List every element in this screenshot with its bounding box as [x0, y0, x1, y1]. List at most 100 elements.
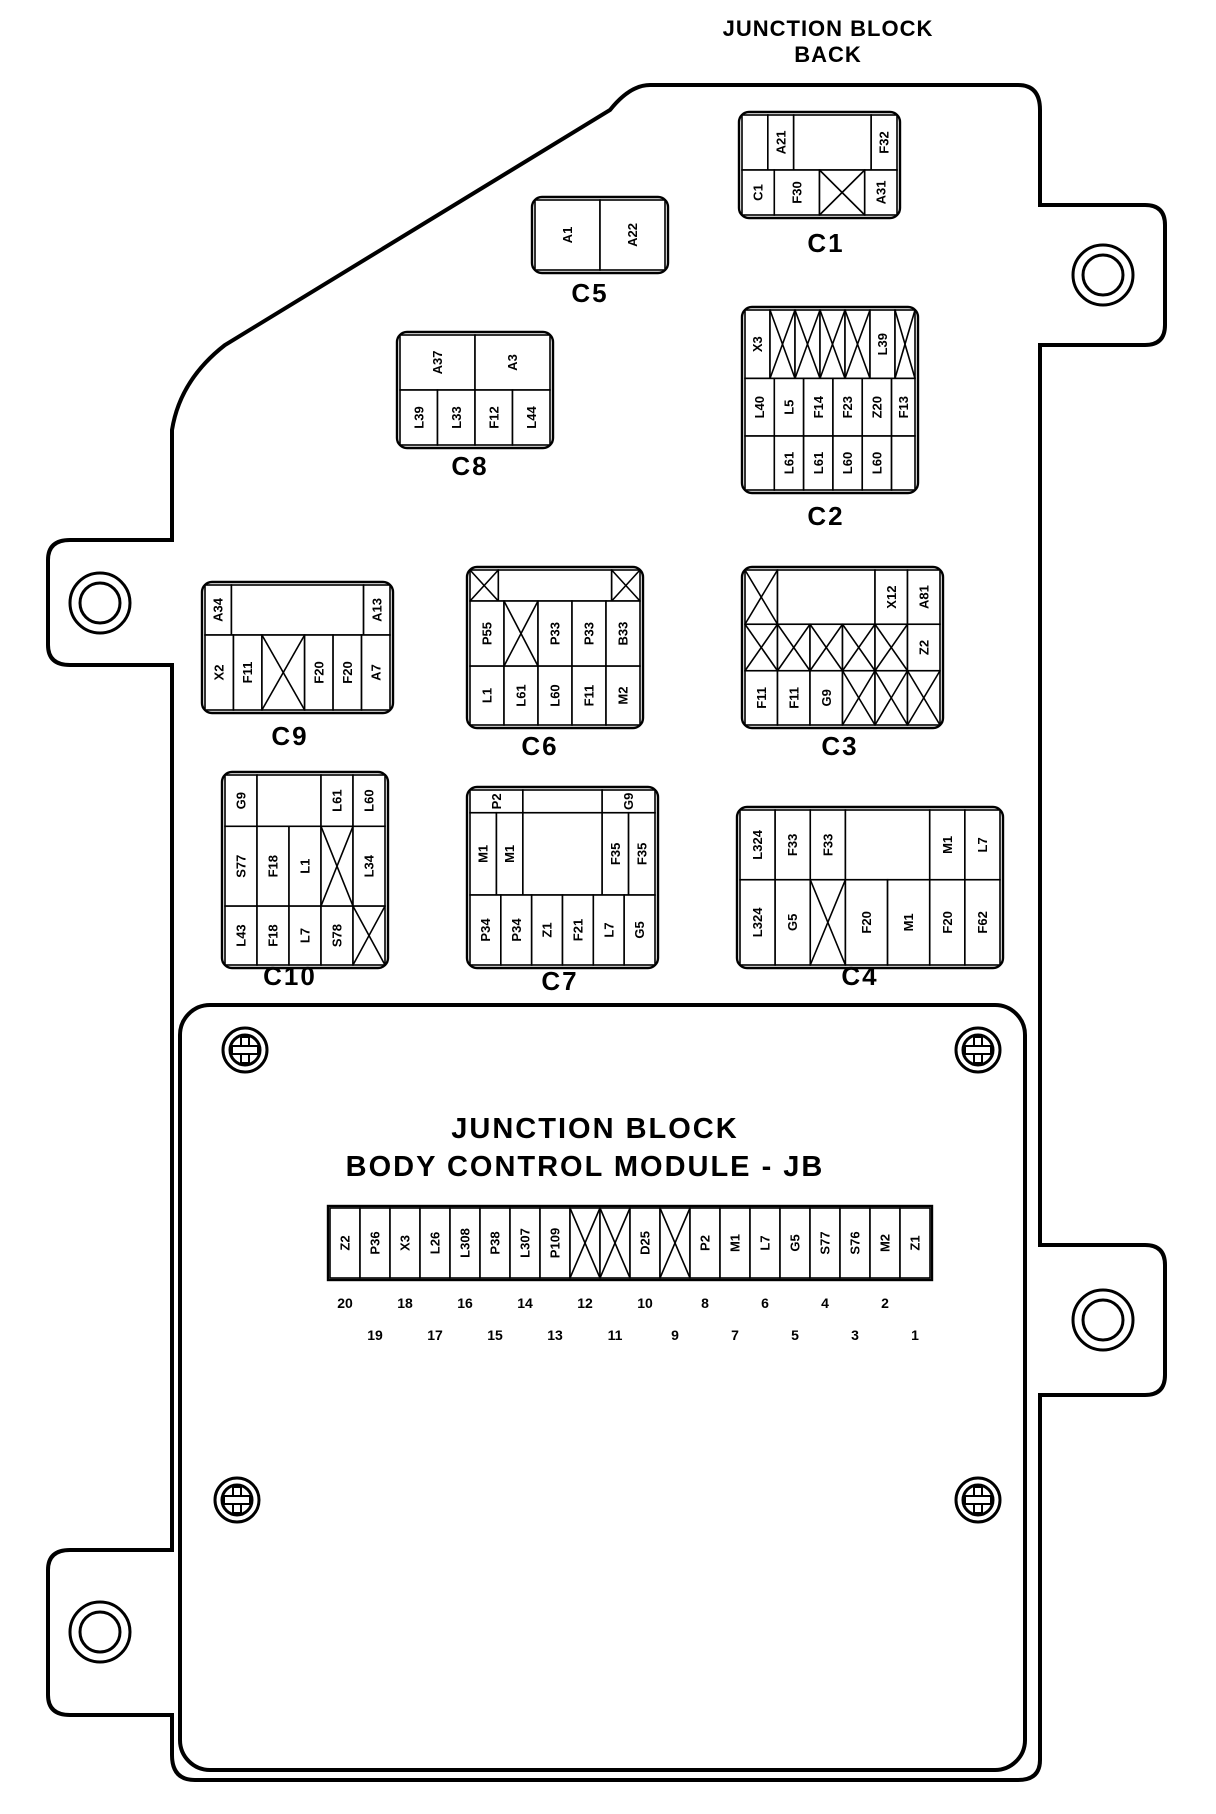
empty-cell [522, 789, 603, 814]
cavity-cell: M2 [605, 665, 641, 726]
connector-label: C2 [807, 501, 844, 531]
blank-cavity [818, 169, 866, 216]
cavity-cell: F11 [776, 669, 811, 726]
cavity-cell: L60 [861, 435, 893, 491]
pin-number: 3 [851, 1327, 859, 1343]
cavity-label: F14 [811, 395, 826, 418]
cavity-cell: F23 [832, 377, 864, 437]
cavity-cell: Z2 [329, 1207, 361, 1279]
cavity-cell: M1 [469, 811, 498, 896]
cavity-label: M1 [901, 913, 916, 931]
cavity-label: L307 [518, 1228, 533, 1258]
pin-number: 11 [608, 1327, 623, 1343]
cavity-label: P33 [582, 622, 597, 645]
cavity-cell: F20 [332, 634, 363, 711]
cavity-cell: F20 [928, 878, 966, 966]
blank-cavity [776, 623, 811, 672]
cavity-cell: L60 [352, 774, 386, 828]
empty-cell [522, 811, 603, 896]
cavity-cell: G5 [623, 894, 656, 966]
cavity-cell: L61 [802, 435, 834, 491]
blank-cavity [841, 669, 876, 726]
blank-cavity [809, 878, 847, 966]
cavity-cell: D25 [629, 1207, 661, 1279]
cavity-cell: S77 [224, 825, 258, 907]
cavity-cell: L39 [869, 309, 896, 380]
cavity-cell: F18 [256, 905, 290, 966]
cavity-label: M2 [878, 1234, 893, 1252]
bcm-title-line2: BODY CONTROL MODULE - JB [346, 1151, 825, 1183]
cavity-cell: F11 [571, 665, 607, 726]
cavity-cell: Z2 [906, 623, 941, 672]
cavity-label: F20 [311, 661, 326, 683]
cavity-label: F33 [820, 834, 835, 856]
cavity-label: X12 [884, 586, 899, 609]
cavity-cell: L34 [352, 825, 386, 907]
cavity-cell: G9 [809, 669, 844, 726]
cavity-cell: F33 [809, 809, 847, 881]
cavity-cell: A21 [767, 114, 795, 171]
cavity-label: L7 [298, 928, 313, 943]
cavity-label: L33 [449, 406, 464, 428]
cavity-label: F20 [340, 661, 355, 683]
blank-cavity [841, 623, 876, 672]
cavity-cell: A22 [599, 199, 666, 271]
cavity-label: L61 [514, 684, 529, 706]
screw-icon [954, 1476, 1002, 1524]
cavity-label: F21 [570, 919, 585, 941]
cavity-label: C1 [751, 184, 766, 201]
cavity-cell: Z1 [899, 1207, 931, 1279]
cavity-label: F11 [240, 662, 255, 684]
pin-number: 6 [761, 1295, 769, 1311]
pin-number: 9 [671, 1327, 679, 1343]
screw-icon [213, 1476, 261, 1524]
empty-cell [744, 435, 776, 491]
cavity-label: F20 [940, 911, 955, 933]
cavity-cell: L44 [511, 389, 551, 446]
blank-cavity [874, 669, 909, 726]
cavity-label: F11 [754, 687, 769, 709]
cavity-cell: F11 [744, 669, 779, 726]
cavity-cell: A37 [399, 334, 476, 391]
cavity-cell: P55 [469, 600, 505, 667]
cavity-cell: B33 [605, 600, 641, 667]
cavity-label: A34 [211, 597, 226, 622]
cavity-label: L308 [458, 1228, 473, 1258]
cavity-cell: P34 [469, 894, 502, 966]
cavity-cell: L61 [773, 435, 805, 491]
cavity-cell: P36 [359, 1207, 391, 1279]
cavity-label: L60 [840, 452, 855, 474]
housing-outline [46, 83, 1167, 1782]
cavity-label: A7 [368, 664, 383, 681]
blank-cavity [794, 309, 821, 380]
cavity-cell: A7 [360, 634, 391, 711]
cavity-label: B33 [616, 622, 631, 646]
header-line2: BACK [794, 42, 862, 67]
pin-number: 10 [637, 1295, 653, 1311]
cavity-label: L7 [758, 1235, 773, 1250]
connector-label: C10 [263, 961, 317, 991]
cavity-label: F20 [859, 911, 874, 933]
cavity-cell: S78 [320, 905, 354, 966]
cavity-cell: P2 [469, 789, 524, 814]
cavity-label: F18 [266, 924, 281, 946]
cavity-label: P36 [368, 1231, 383, 1254]
header-line1: JUNCTION BLOCK [723, 16, 934, 41]
cavity-label: P34 [509, 918, 524, 942]
connector-label: C1 [807, 228, 844, 258]
blank-cavity [503, 600, 539, 667]
cavity-label: L26 [428, 1232, 443, 1254]
cavity-label: L61 [781, 452, 796, 474]
cavity-cell: F21 [561, 894, 595, 966]
pin-number: 8 [701, 1295, 709, 1311]
cavity-cell: F12 [474, 389, 514, 446]
cavity-cell: L5 [773, 377, 805, 437]
cavity-cell: F62 [964, 878, 1001, 966]
cavity-cell: P34 [500, 894, 533, 966]
cavity-label: A22 [625, 223, 640, 247]
